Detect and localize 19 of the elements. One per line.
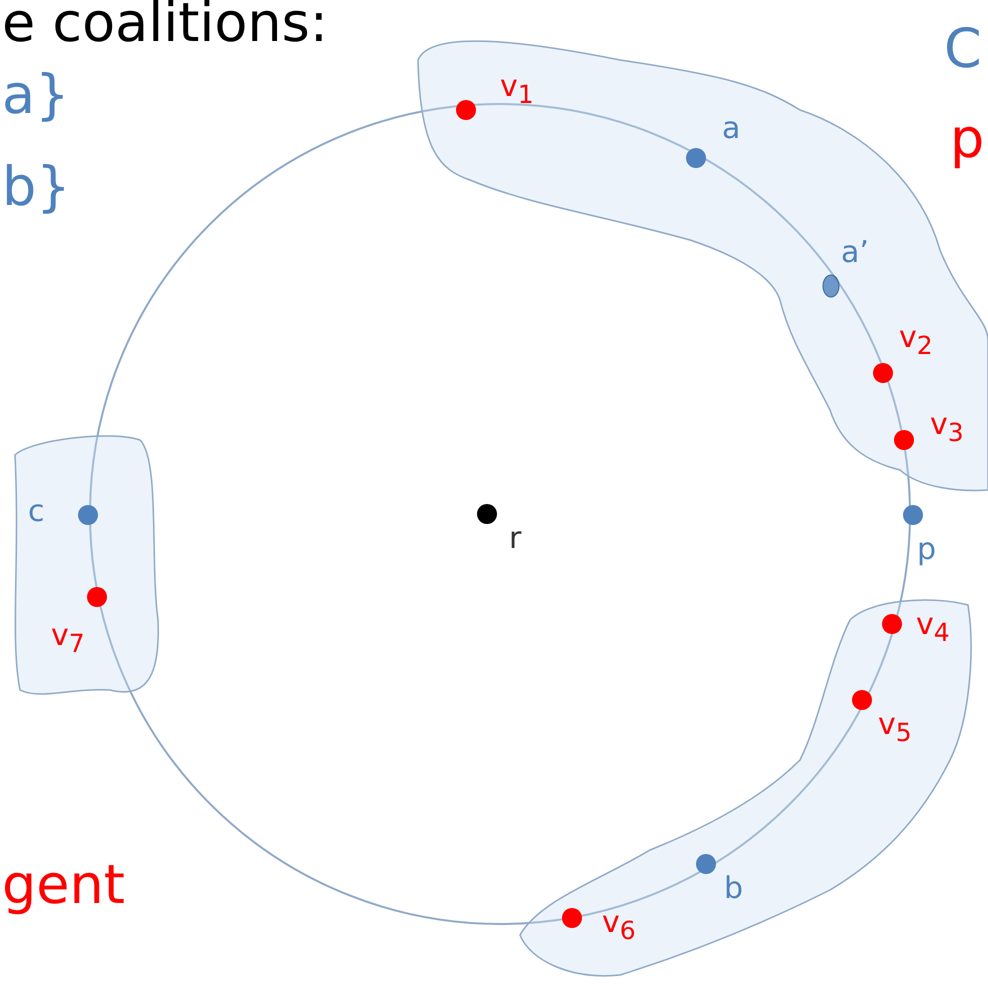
point-label: p bbox=[917, 535, 936, 565]
slide-text: a} bbox=[2, 68, 70, 122]
point-label: v$_{2}$ bbox=[899, 323, 933, 358]
point-label: v$_{3}$ bbox=[930, 410, 964, 445]
point-label: v$_{4}$ bbox=[916, 610, 950, 645]
slide-text: gent bbox=[2, 858, 125, 912]
point-label: c bbox=[28, 497, 44, 527]
slide-text: e coalitions: bbox=[2, 0, 328, 50]
point-label: b bbox=[724, 874, 744, 904]
point-label: r bbox=[509, 524, 522, 554]
slide-text: b} bbox=[2, 160, 71, 214]
point-label: a bbox=[722, 114, 740, 144]
point-label: v$_{5}$ bbox=[878, 710, 912, 745]
point-label: v$_{1}$ bbox=[500, 72, 534, 107]
point-label: v$_{7}$ bbox=[51, 621, 85, 656]
point-label: v$_{6}$ bbox=[602, 908, 636, 943]
point-label: a’ bbox=[841, 238, 869, 268]
slide-text: p bbox=[950, 112, 984, 166]
slide-text: C bbox=[944, 22, 982, 76]
